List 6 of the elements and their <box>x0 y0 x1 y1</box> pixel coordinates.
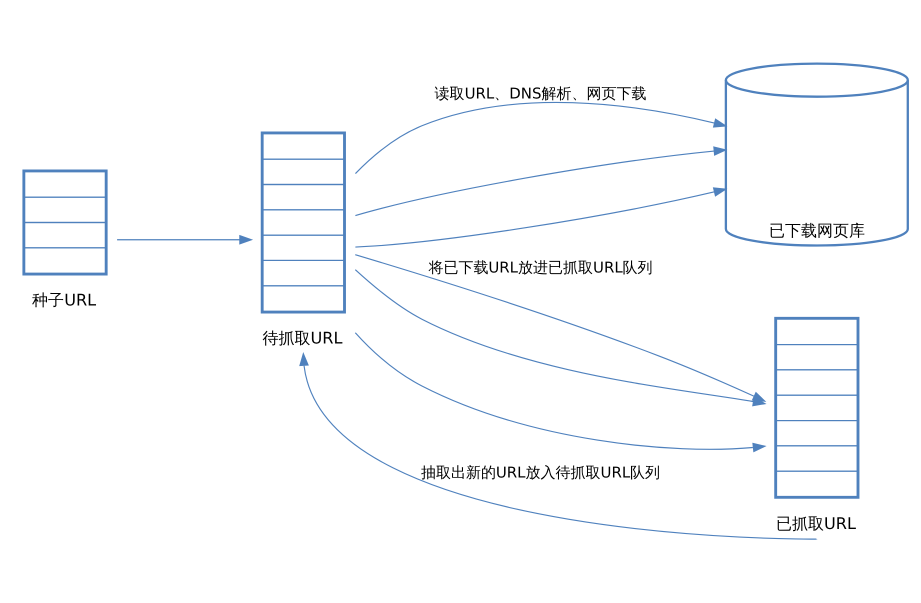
node-label: 已抓取URL <box>776 514 856 533</box>
node-label: 种子URL <box>32 290 96 310</box>
edge-label: 读取URL、DNS解析、网页下载 <box>434 84 646 103</box>
node-label: 待抓取URL <box>262 328 342 348</box>
edge-label: 将已下载URL放进已抓取URL队列 <box>428 258 653 276</box>
edge-label: 抽取出新的URL放入待抓取URL队列 <box>420 463 660 482</box>
